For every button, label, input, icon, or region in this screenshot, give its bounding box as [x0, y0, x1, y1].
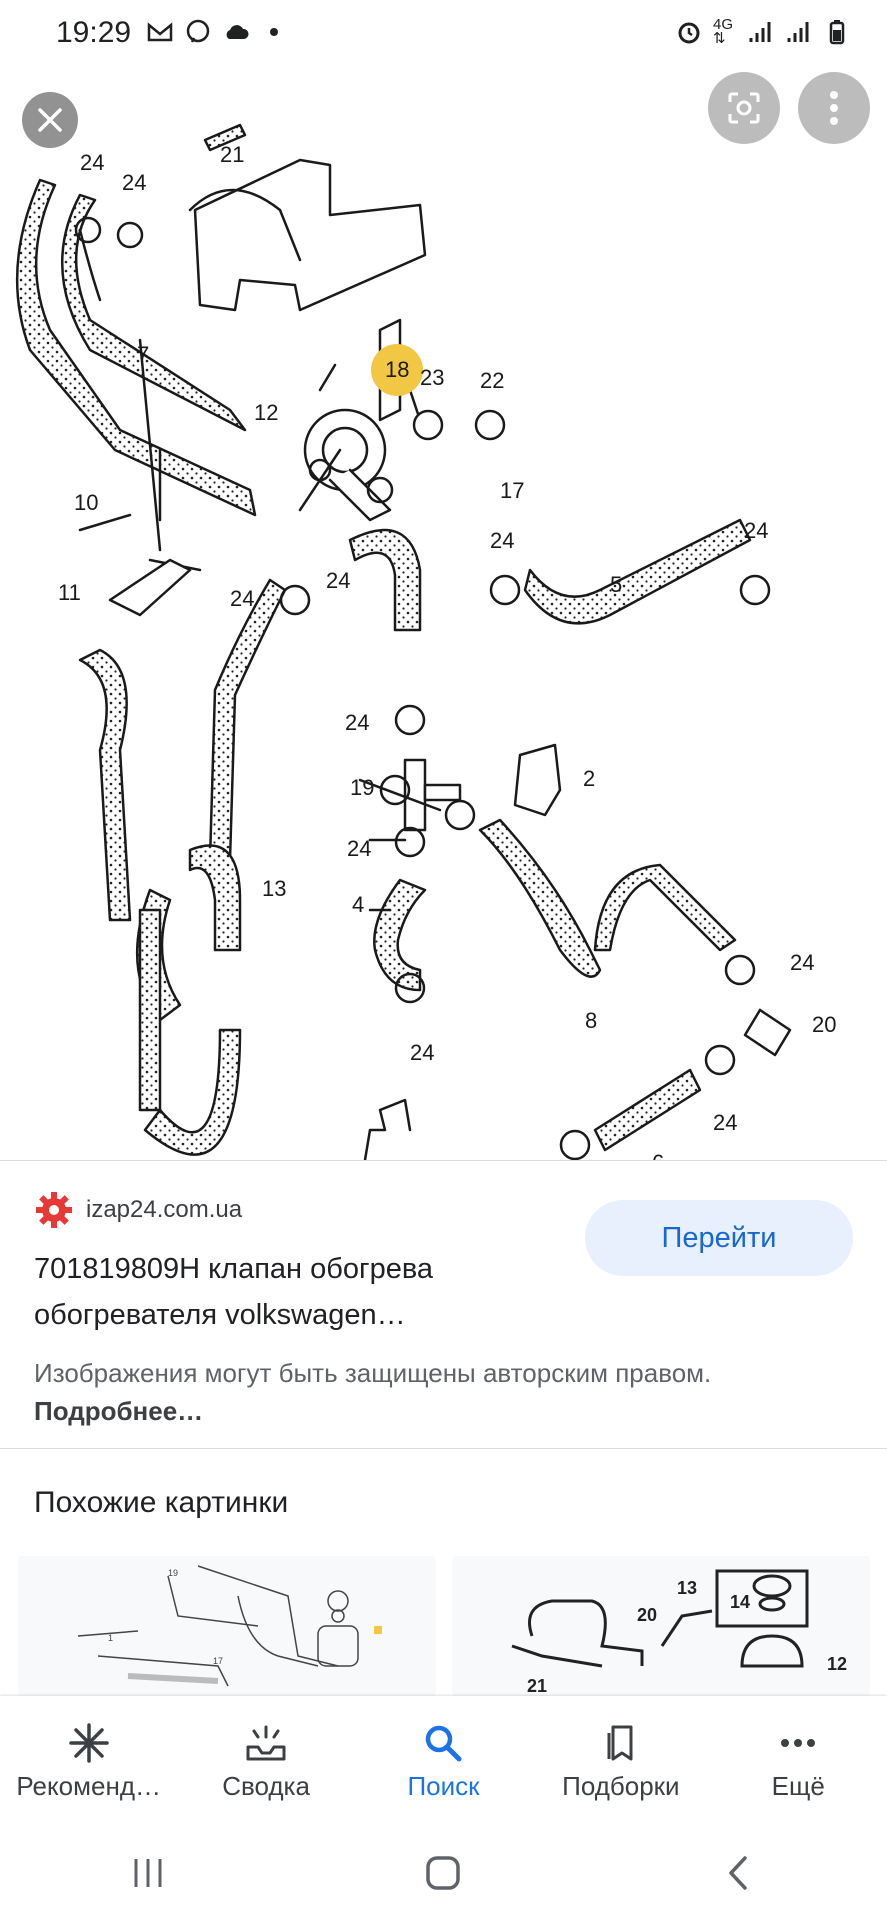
thumbnail-label: 1: [108, 1633, 113, 1643]
bookmark-icon: [607, 1725, 633, 1760]
status-bar: 19:29 4G⇅: [0, 0, 887, 70]
cloud-icon: [226, 25, 249, 39]
similar-image-thumbnail[interactable]: 13 14 20 12 21: [452, 1556, 870, 1696]
diagram-label: 19: [350, 775, 374, 800]
divider: [0, 1448, 887, 1449]
goto-button[interactable]: Перейти: [585, 1200, 853, 1276]
diagram-label: 24: [790, 950, 814, 975]
diagram-label: 20: [812, 1012, 836, 1037]
diagram-label: 8: [585, 1008, 597, 1033]
diagram-label: 24: [80, 150, 104, 175]
copyright-text: Изображения могут быть защищены авторски…: [34, 1358, 712, 1388]
status-time: 19:29: [56, 16, 132, 49]
diagram-label: 24: [122, 170, 146, 195]
diagram-label: 17: [500, 478, 524, 503]
similar-images-title: Похожие картинки: [34, 1486, 289, 1519]
diagram-label: 18: [385, 357, 409, 382]
network-4g-icon: 4G⇅: [713, 16, 734, 47]
diagram-label: 24: [230, 586, 254, 611]
thumbnail-label: 12: [827, 1654, 847, 1674]
nav-item-search[interactable]: Поиск: [358, 1721, 528, 1802]
thumbnail-label: 21: [527, 1676, 547, 1696]
nav-item-more[interactable]: Ещё: [713, 1721, 883, 1802]
source-name: izap24.com.ua: [86, 1196, 243, 1223]
nav-item-collections[interactable]: Подборки: [536, 1721, 706, 1802]
divider: [0, 1160, 887, 1161]
battery-icon: [829, 20, 845, 45]
copyright-notice: Изображения могут быть защищены авторски…: [34, 1354, 834, 1430]
inbox-icon: [246, 1725, 286, 1760]
diagram-label: 24: [345, 710, 369, 735]
lens-button[interactable]: [708, 72, 780, 144]
signal-icon: [787, 22, 809, 42]
similar-image-thumbnail[interactable]: 19 17 1: [18, 1556, 436, 1696]
close-icon: [38, 108, 62, 132]
image-viewer[interactable]: 24 24 21 7 18 23 22 12 10 17 24 24 5 11 …: [0, 70, 887, 1160]
diagram-label: 2: [583, 766, 595, 791]
nav-label: Подборки: [562, 1770, 680, 1801]
parts-diagram-image[interactable]: 24 24 21 7 18 23 22 12 10 17 24 24 5 11 …: [0, 70, 887, 1160]
recent-apps-icon[interactable]: [128, 1853, 168, 1893]
network-label: 4G: [713, 16, 734, 33]
diagram-label: 24: [410, 1040, 434, 1065]
thumbnail-label: 19: [168, 1568, 178, 1578]
thumbnail-label: 13: [677, 1578, 697, 1598]
nav-label: Рекоменд…: [16, 1770, 162, 1801]
diagram-label: 21: [220, 142, 244, 167]
lens-icon: [728, 92, 760, 124]
diagram-label: 24: [326, 568, 350, 593]
asterisk-icon: [68, 1722, 109, 1763]
viber-icon: [186, 19, 210, 43]
thumbnail-label: 17: [213, 1656, 223, 1666]
diagram-label: 24: [744, 518, 768, 543]
back-icon[interactable]: [719, 1853, 759, 1893]
diagram-label: 11: [58, 580, 81, 605]
learn-more-link[interactable]: Подробнее…: [34, 1396, 204, 1426]
diagram-label: 24: [347, 836, 371, 861]
diagram-label: 10: [74, 490, 98, 515]
nav-item-recommendations[interactable]: Рекоменд…: [4, 1721, 174, 1802]
diagram-label: 4: [352, 892, 364, 917]
thumbnail-label: 20: [637, 1605, 657, 1625]
alarm-icon: [678, 22, 700, 44]
diagram-label: 13: [262, 876, 286, 901]
system-navigation-bar: [0, 1826, 887, 1920]
more-horiz-icon: [781, 1738, 816, 1747]
nav-item-summary[interactable]: Сводка: [181, 1721, 351, 1802]
diagram-label: 6: [652, 1150, 664, 1160]
close-button[interactable]: [22, 92, 78, 148]
dot-icon: [270, 28, 278, 36]
nav-label: Поиск: [407, 1770, 480, 1801]
home-icon[interactable]: [423, 1853, 463, 1893]
gear-icon: [36, 1192, 72, 1228]
diagram-label: 23: [420, 365, 444, 390]
bottom-navigation: Рекоменд… Сводка Поиск Подборки Ещё: [0, 1696, 887, 1826]
more-vert-icon: [830, 91, 838, 125]
highlight-marker: [371, 344, 423, 396]
signal-icon: [749, 22, 771, 42]
diagram-label: 24: [490, 528, 514, 553]
thumbnail-label: 14: [730, 1592, 750, 1612]
more-options-button[interactable]: [798, 72, 870, 144]
gmail-icon: [147, 22, 173, 42]
nav-label: Ещё: [771, 1770, 825, 1801]
search-icon: [426, 1725, 462, 1761]
result-title[interactable]: 701819809H клапан обогрева обогревателя …: [34, 1253, 434, 1331]
nav-label: Сводка: [222, 1770, 310, 1801]
diagram-label: 22: [480, 368, 504, 393]
diagram-label: 12: [254, 400, 278, 425]
diagram-label: 7: [137, 342, 149, 367]
diagram-label: 24: [713, 1110, 737, 1135]
diagram-label: 5: [610, 572, 622, 597]
source-row[interactable]: izap24.com.ua: [34, 1190, 242, 1230]
